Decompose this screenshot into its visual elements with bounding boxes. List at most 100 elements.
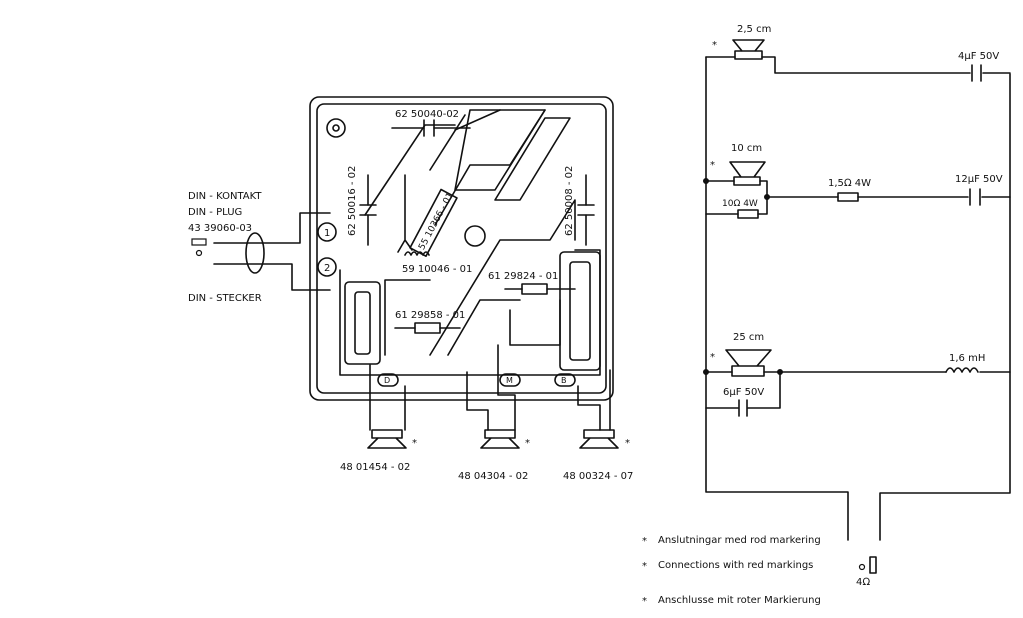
board-speakers: * 48 01454 - 02 * 48 04304 - 02 * 48 003… [340,344,633,482]
pad-m-label: M [506,376,513,385]
legend-item-1: Anslutningar med rod markering [658,535,821,546]
inductor-wire [397,174,413,253]
din-cable [213,212,331,291]
legend-mark-1: * [642,536,647,547]
mount-hole-icon [326,118,346,138]
speaker-3-icon [579,429,619,449]
woofer-junction-icon [777,369,783,375]
din-stecker-label: DIN - STECKER [188,293,262,304]
tweeter-size-label: 2,5 cm [737,24,771,35]
pcb-track-diagonal-1 [454,109,546,191]
pcb-track-left [339,249,601,376]
pcb-pad-left-inner [354,291,371,355]
inductor-woofer-label: 1,6 mH [949,353,985,364]
speaker-2-wires [466,344,516,431]
pcb-track-diagonal-7 [447,299,521,356]
speaker-1-wires [369,364,406,431]
pad-b-label: B [561,376,567,385]
schematic-left-rail [705,56,849,541]
speaker-1-icon [367,429,407,449]
pcb-inner-outline [316,103,607,394]
pcb-outline [309,96,614,401]
cap-mid-label: 12µF 50V [955,174,1003,185]
resistor-right-label: 61 29824 - 01 [488,271,558,282]
woofer-mark: * [710,352,715,363]
mount-hole-right-icon [464,225,486,247]
pcb-track-diagonal-5 [364,124,456,216]
legend: * Anslutningar med rod markering * Conne… [642,535,821,607]
speaker-1-part: 48 01454 - 02 [340,462,410,473]
din-pin-icon [191,238,207,246]
cap-right-label: 62 50008 - 02 [564,166,575,236]
legend-item-2: Connections with red markings [658,560,813,571]
pcb-pad-left [344,281,381,365]
tweeter-wire [705,56,1011,74]
din-part-number: 43 39060-03 [188,223,252,234]
pad-d-icon [377,373,399,387]
cap-top-icon [423,119,435,137]
midrange-junction-left-icon [703,178,709,184]
cap-left-label: 62 50016 - 02 [347,166,358,236]
res-series-label: 1,5Ω 4W [828,178,871,189]
schematic-right-rail [879,73,1011,541]
cap-woofer-icon [738,399,748,417]
tweeter-icon [732,39,765,60]
pad-m-icon [499,373,521,387]
cap-tweeter-label: 4µF 50V [958,51,999,62]
res-shunt-label: 10Ω 4W [722,199,758,209]
speaker-2-icon [480,429,520,449]
speaker-2-part: 48 04304 - 02 [458,471,528,482]
pcb-track-diagonal-3 [429,109,501,171]
pcb-pad-right [559,251,601,371]
cap-woofer-label: 6µF 50V [723,387,764,398]
cap-left-icon [359,204,377,216]
coil-chip: 55 10366 - 01 [409,188,458,258]
speaker-1-mark: * [412,438,417,449]
cap-top-label: 62 50040-02 [395,109,459,120]
pcb-track-diagonal-2 [494,117,571,201]
din-connector: DIN - KONTAKT DIN - PLUG 43 39060-03 DIN… [188,191,331,304]
resistor-right-icon [521,283,548,295]
cap-tweeter-icon [971,64,982,82]
speaker-3-mark: * [625,438,630,449]
terminal-1-icon [317,222,337,242]
midrange-mark: * [710,160,715,171]
din-dot-icon [195,249,203,257]
pcb-track-diagonal-6 [429,199,576,356]
speaker-2-mark: * [525,438,530,449]
tweeter-mark: * [712,40,717,51]
output-terminal-icon [858,563,866,571]
coil-chip-label: 55 10366 - 01 [417,191,456,252]
inductor-woofer-icon [945,367,979,373]
pcb-board: 62 50040-02 62 50016 - 02 62 50008 - 02 … [309,96,614,401]
midrange-junction-icon [764,194,770,200]
din-plug-label: DIN - PLUG [188,207,242,218]
output-connector-icon [869,556,877,574]
din-kontakt-label: DIN - KONTAKT [188,191,262,202]
inductor-label: 59 10046 - 01 [402,264,472,275]
mount-hole-inner-icon [332,124,340,132]
legend-item-3: Anschlusse mit roter Markierung [658,595,821,606]
legend-mark-2: * [642,561,647,572]
woofer-junction-left-icon [703,369,709,375]
res-series-icon [837,192,859,202]
coil-chip-body [409,188,458,258]
speaker-3-part: 48 00324 - 07 [563,471,633,482]
midrange-size-label: 10 cm [731,143,762,154]
pcb-pad-right-inner [569,261,591,361]
legend-mark-3: * [642,596,647,607]
schematic: 2,5 cm * 4µF 50V 10 cm * 10Ω 4W 1,5Ω 4W … [703,24,1011,588]
resistor-mid-label: 61 29858 - 01 [395,310,465,321]
pad-d-label: D [384,376,390,385]
cap-right-icon [577,204,595,216]
speaker-3-wires [577,369,611,431]
din-cable-clamp-icon [245,232,265,274]
inductor-coil-icon [404,251,430,256]
woofer-wire [705,371,1011,409]
terminal-2-label: 2 [324,263,330,274]
woofer-size-label: 25 cm [733,332,764,343]
terminal-2-icon [317,257,337,277]
resistor-mid-icon [414,322,441,334]
midrange-icon [729,161,766,186]
